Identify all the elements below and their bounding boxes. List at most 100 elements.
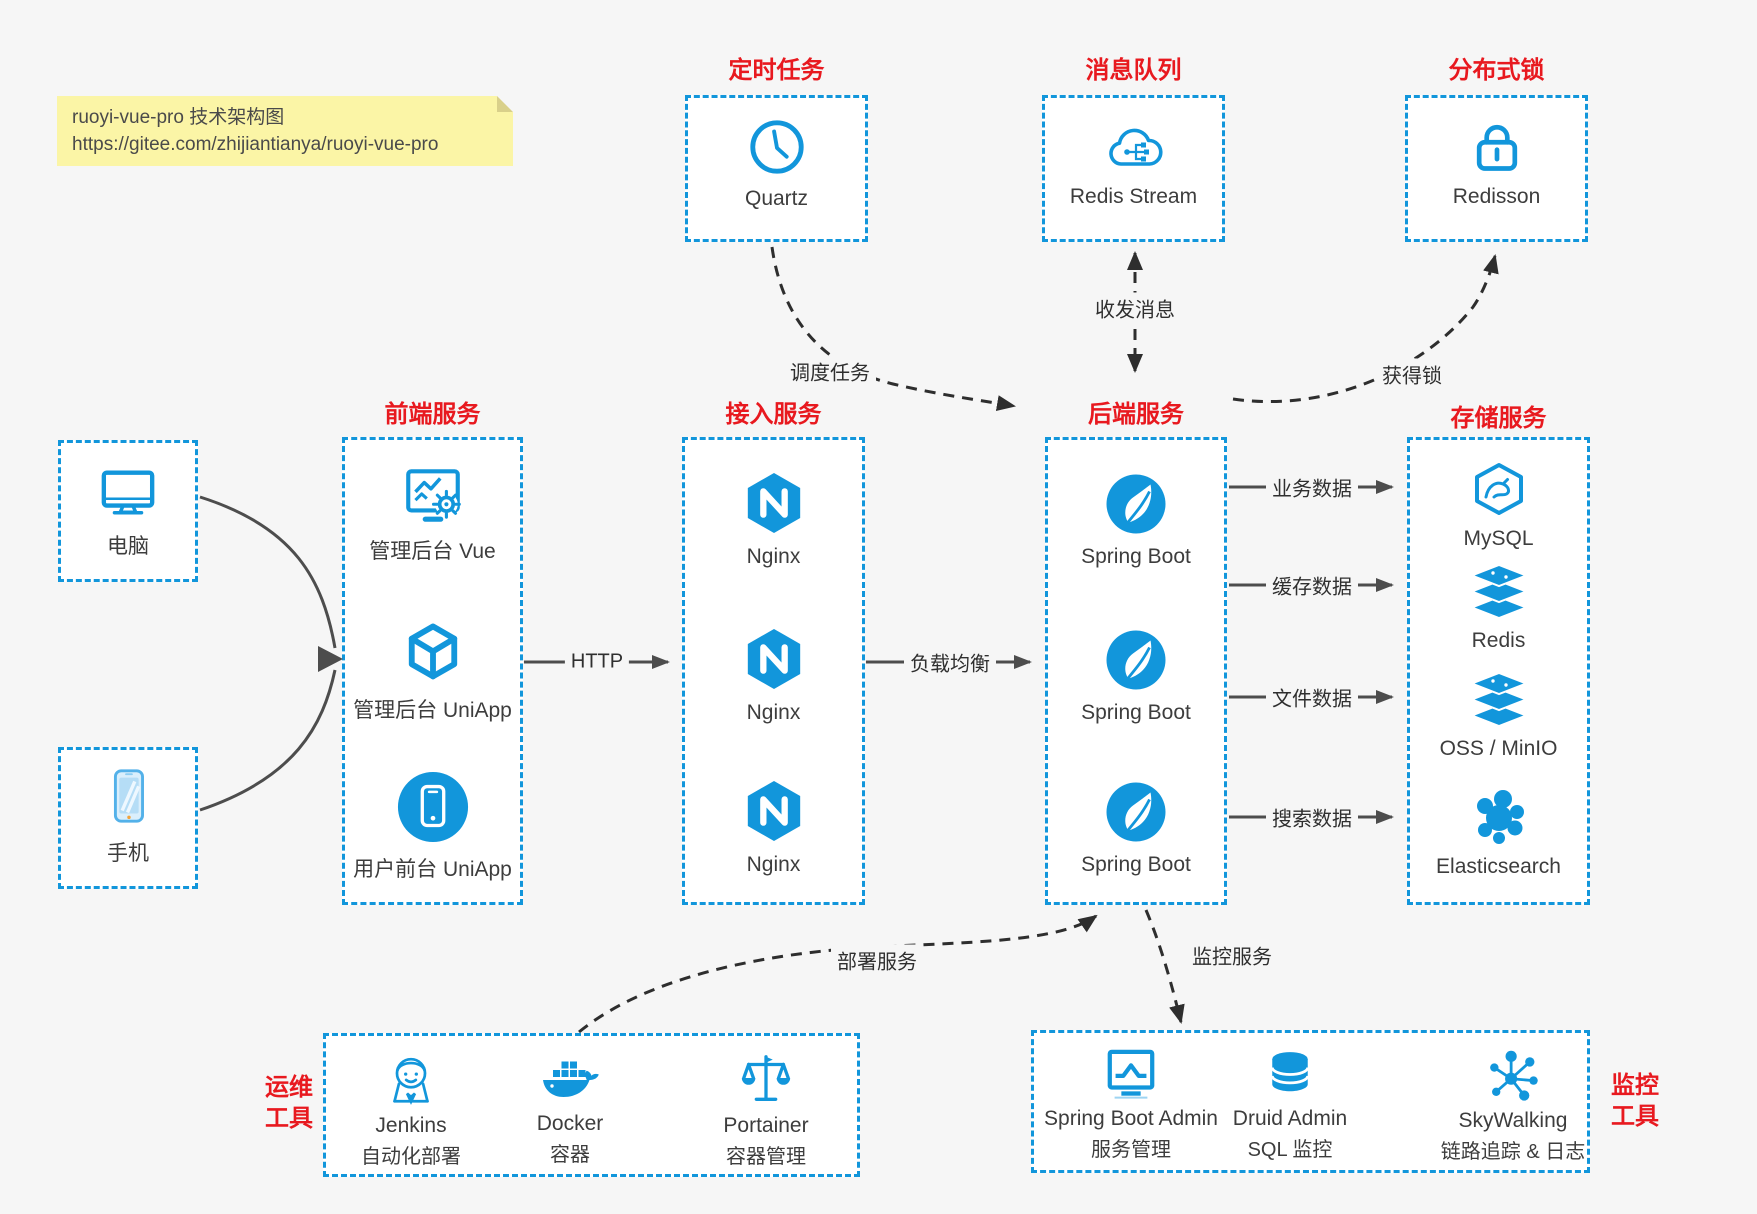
edge-label-search-data: 搜索数据 (1266, 801, 1358, 833)
clients-arrowhead (318, 646, 343, 672)
group-title-gateway: 接入服务 (725, 401, 822, 428)
note-fold-corner (497, 96, 513, 112)
oss-stack-icon (1468, 672, 1529, 728)
node-oss-minio: OSS / MinIO (1410, 672, 1587, 761)
node-label: Jenkins (375, 1114, 447, 1137)
node-druid-admin: Druid Admin SQL 监控 (1204, 1047, 1376, 1162)
node-mysql: MySQL (1410, 462, 1587, 551)
docker-icon (538, 1050, 602, 1106)
node-nginx-3: Nginx (685, 778, 862, 877)
user-app-icon (396, 770, 470, 844)
node-springboot-1: Spring Boot (1048, 472, 1224, 569)
group-title-mq: 消息队列 (1085, 57, 1182, 84)
node-label: Spring Boot (1081, 853, 1191, 876)
edge-label-business-data: 业务数据 (1266, 471, 1358, 503)
node-desc: 容器管理 (726, 1146, 806, 1168)
group-box-mq: Redis Stream (1042, 95, 1225, 242)
topology-icon (1485, 1047, 1541, 1103)
node-springboot-3: Spring Boot (1048, 780, 1224, 877)
admin-monitor-icon (1102, 1047, 1160, 1101)
group-box-scheduled: Quartz (685, 95, 868, 242)
node-label: Spring Boot (1081, 545, 1191, 568)
node-springboot-2: Spring Boot (1048, 628, 1224, 725)
node-desc: 服务管理 (1091, 1139, 1171, 1161)
node-user-uniapp: 用户前台 UniApp (345, 770, 520, 883)
nginx-icon (742, 470, 806, 536)
node-desc: 自动化部署 (361, 1146, 461, 1168)
node-label: SkyWalking (1458, 1109, 1568, 1132)
note-line2: https://gitee.com/zhijiantianya/ruoyi-vu… (72, 134, 439, 155)
group-box-lock: Redisson (1405, 95, 1588, 242)
nginx-icon (742, 626, 806, 692)
node-redis-stream: Redis Stream (1045, 118, 1222, 209)
cloud-stream-icon (1102, 118, 1166, 176)
uniapp-cube-icon (399, 621, 467, 685)
node-label: Druid Admin (1232, 1107, 1348, 1130)
node-computer: 电脑 (61, 463, 195, 560)
node-redis: Redis (1410, 564, 1587, 653)
node-label: Redisson (1452, 185, 1541, 208)
group-title-scheduled: 定时任务 (728, 57, 825, 84)
node-label: Redis Stream (1069, 185, 1198, 208)
group-box-computer: 电脑 (58, 440, 198, 582)
group-box-storage: MySQL Redis (1407, 437, 1590, 905)
spring-icon (1104, 628, 1168, 692)
node-label: 电脑 (107, 535, 149, 558)
node-label: Redis (1471, 629, 1526, 652)
node-spring-boot-admin: Spring Boot Admin 服务管理 (1034, 1047, 1228, 1162)
node-docker: Docker 容器 (485, 1050, 655, 1167)
elasticsearch-icon (1469, 786, 1529, 846)
node-label: Nginx (746, 701, 801, 724)
node-desc: 链路追踪 & 日志 (1440, 1141, 1586, 1163)
node-desc: SQL 监控 (1247, 1139, 1333, 1161)
node-label: Portainer (723, 1114, 809, 1137)
node-admin-uniapp: 管理后台 UniApp (345, 621, 520, 724)
group-box-monitoring: Spring Boot Admin 服务管理 Druid Admin SQL 监… (1031, 1030, 1590, 1173)
node-label: Nginx (746, 545, 801, 568)
lock-icon (1467, 116, 1527, 176)
smartphone-icon (97, 764, 159, 828)
node-label: Spring Boot Admin (1044, 1107, 1218, 1130)
edge-label-file-data: 文件数据 (1266, 681, 1358, 713)
edge-monitor (1144, 909, 1185, 1024)
group-box-gateway: Nginx Nginx Nginx (682, 437, 865, 905)
node-quartz: Quartz (688, 116, 865, 211)
node-label: MySQL (1463, 527, 1534, 550)
node-nginx-1: Nginx (685, 470, 862, 569)
group-box-backend: Spring Boot Spring Boot Spring Boot (1045, 437, 1227, 905)
group-title-frontend: 前端服务 (384, 401, 481, 428)
node-label: 用户前台 UniApp (353, 858, 512, 881)
group-box-devops: Jenkins 自动化部署 Docker 容器 (323, 1033, 860, 1177)
node-redisson: Redisson (1408, 116, 1585, 209)
node-label: Docker (536, 1112, 604, 1135)
edge-phone-frontend (199, 669, 337, 812)
sticky-note: ruoyi-vue-pro 技术架构图 https://gitee.com/zh… (57, 96, 513, 166)
redis-stack-icon (1468, 564, 1529, 620)
group-title-devops: 运维 工具 (265, 1074, 313, 1132)
node-portainer: Portainer 容器管理 (681, 1050, 851, 1169)
edge-label-message: 收发消息 (1089, 292, 1181, 324)
edge-label-http: HTTP (564, 649, 630, 675)
node-skywalking: SkyWalking 链路追踪 & 日志 (1423, 1047, 1603, 1164)
portainer-icon (737, 1050, 795, 1108)
node-label: Nginx (746, 853, 801, 876)
spring-icon (1104, 780, 1168, 844)
node-label: 管理后台 UniApp (353, 699, 512, 722)
edge-computer-frontend (199, 495, 337, 649)
group-box-frontend: 管理后台 Vue 管理后台 UniApp 用户前台 UniApp (342, 437, 523, 905)
edge-acquire-lock (1232, 254, 1499, 404)
edge-label-schedule: 调度任务 (784, 355, 876, 387)
clock-icon (746, 116, 808, 178)
group-title-storage: 存储服务 (1450, 405, 1547, 432)
group-title-lock: 分布式锁 (1448, 57, 1545, 84)
edge-label-deploy: 部署服务 (831, 944, 923, 976)
node-label: 管理后台 Vue (369, 540, 496, 563)
node-phone: 手机 (61, 764, 195, 867)
node-desc: 容器 (550, 1144, 590, 1166)
node-label: Quartz (744, 187, 809, 210)
mysql-icon (1470, 462, 1528, 518)
jenkins-icon (382, 1050, 440, 1108)
group-box-phone: 手机 (58, 747, 198, 889)
edge-label-cache-data: 缓存数据 (1266, 569, 1358, 601)
